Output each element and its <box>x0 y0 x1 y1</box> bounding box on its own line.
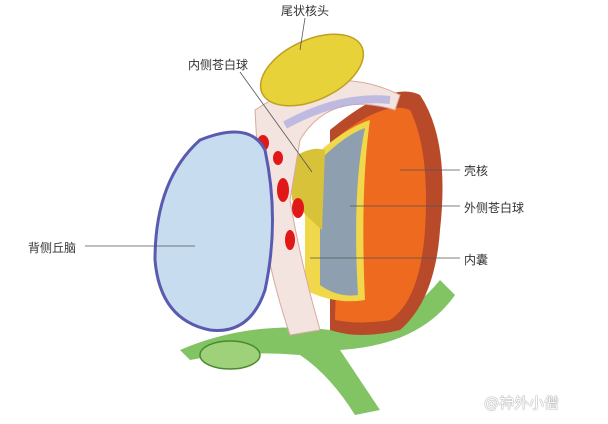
lateral-geniculate <box>199 340 261 370</box>
medial-globus-pallidus <box>290 148 325 230</box>
capsule-stripe <box>283 95 391 129</box>
label-internal-capsule: 内囊 <box>464 253 489 267</box>
label-lateral-globus-pallidus: 外侧苍白球 <box>464 201 525 215</box>
caudate-head <box>259 33 365 107</box>
red-spots <box>257 135 304 250</box>
label-medial-globus-pallidus: 内侧苍白球 <box>188 58 249 72</box>
watermark: @神外小僧 <box>484 394 560 412</box>
dorsal-thalamus <box>153 130 274 332</box>
label-dorsal-thalamus: 背侧丘脑 <box>28 241 77 255</box>
label-putamen: 壳核 <box>464 164 489 178</box>
lateral-gp-inner <box>320 128 365 296</box>
optic-tract <box>180 280 455 415</box>
label-caudate-head: 尾状核头 <box>281 4 330 18</box>
internal-capsule <box>254 80 401 336</box>
leader-lines <box>85 17 460 259</box>
